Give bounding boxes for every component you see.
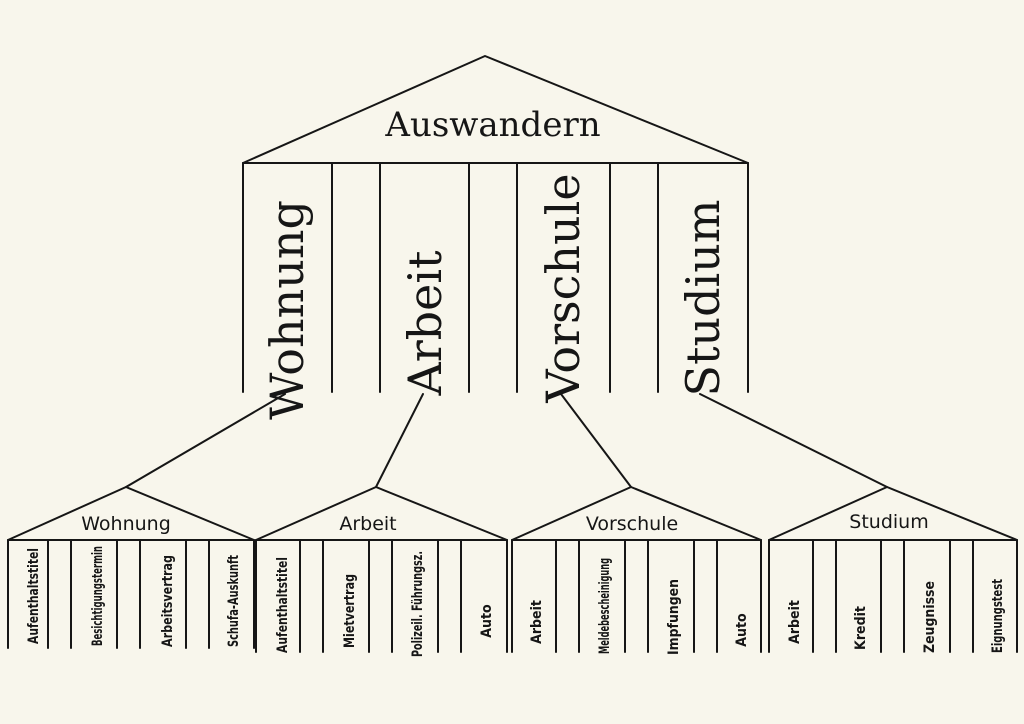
column-label: Aufenthaltstitel (26, 548, 42, 644)
column-label: Arbeit (787, 600, 803, 644)
column-label: Arbeit (529, 600, 545, 644)
house-wohnung: Wohnung Aufenthaltstitel Besichtigungste… (7, 486, 255, 649)
column-label: Schufa-Auskunft (226, 555, 242, 647)
house-title: Vorschule (586, 513, 678, 535)
pillar-label-wohnung: Wohnung (260, 200, 314, 420)
column-label: Auto (734, 613, 750, 647)
connector-studium (699, 393, 888, 488)
house-roof (511, 486, 762, 541)
column-label: Kredit (853, 606, 869, 650)
pillar-label-vorschule: Vorschule (536, 173, 590, 403)
column-label: Polizeil. Führungsz. (410, 551, 426, 657)
column-label: Zeugnisse (922, 581, 938, 653)
column-label: Arbeitsvertrag (160, 555, 176, 647)
column-label: Aufenthaltstitel (275, 557, 291, 653)
column-label: Mietvertrag (342, 574, 358, 648)
main-temple: Auswandern Wohnung Arbeit Vorschule Stud… (242, 55, 749, 420)
main-roof (242, 55, 749, 164)
main-title: Auswandern (384, 105, 600, 145)
house-studium: Studium Arbeit Kredit Zeugnisse Eignungs… (768, 486, 1018, 653)
house-title: Studium (849, 511, 928, 533)
house-roof (768, 486, 1018, 541)
main-pillar-lines (242, 162, 749, 393)
house-title: Wohnung (81, 513, 171, 535)
pillar-label-arbeit: Arbeit (398, 250, 452, 397)
column-label: Meldebescheinigung (597, 558, 613, 654)
house-roof (7, 486, 255, 541)
connector-arbeit (375, 393, 424, 488)
house-vorschule: Vorschule Arbeit Meldebescheinigung Impf… (511, 486, 762, 655)
house-title: Arbeit (339, 513, 396, 535)
house-roof (255, 486, 508, 541)
column-label: Besichtigungstermin (90, 546, 106, 646)
connector-vorschule (560, 393, 632, 488)
connectors (125, 393, 888, 488)
pillar-label-studium: Studium (676, 199, 730, 396)
column-label: Eignungstest (990, 579, 1006, 653)
column-label: Impfungen (666, 579, 682, 655)
house-arbeit: Arbeit Aufenthaltstitel Mietvertrag Poli… (255, 486, 508, 657)
column-label: Auto (479, 604, 495, 638)
connector-wohnung (125, 393, 286, 488)
